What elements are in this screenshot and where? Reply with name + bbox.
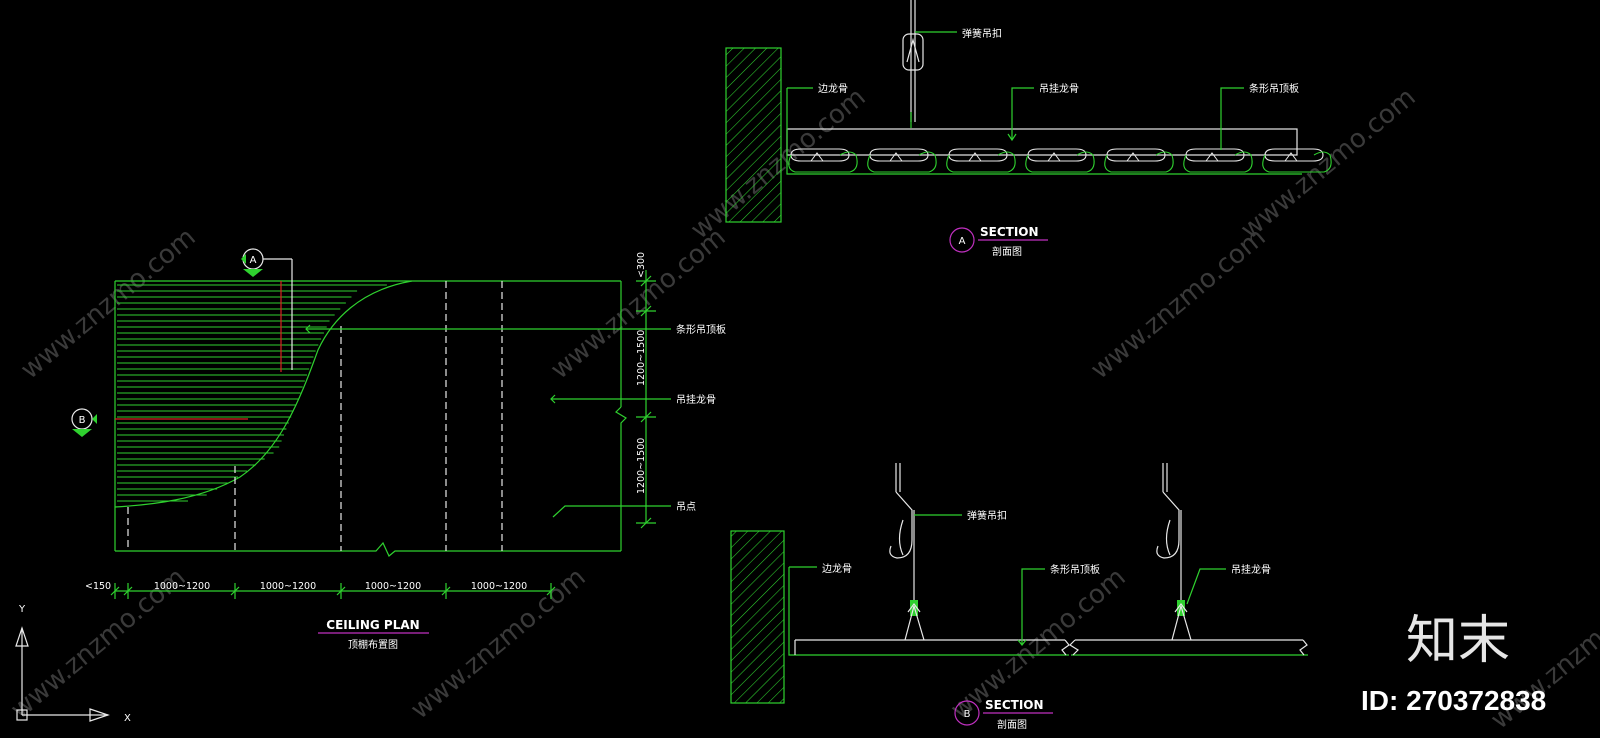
brand-watermark: 知末 ID: 270372838 <box>1361 611 1546 716</box>
ceiling-plan: A B 条形吊顶板 吊挂龙骨 吊点 <300 1200~1500 1200~15… <box>71 248 726 651</box>
watermark-text: www.znzmo.com <box>15 222 201 385</box>
b-hanger-2 <box>1156 463 1192 641</box>
a-marker: A <box>959 236 966 247</box>
marker-b-label: B <box>79 415 86 426</box>
section-a: 弹簧吊扣 边龙骨 吊挂龙骨 条形吊顶板 A SECTION 剖面图 <box>725 0 1332 258</box>
a-subtitle: 剖面图 <box>992 245 1022 258</box>
b-title: SECTION <box>985 698 1044 712</box>
label-panel: 条形吊顶板 <box>676 323 726 336</box>
watermark-layer: www.znzmo.com www.znzmo.com www.znzmo.co… <box>5 82 1600 735</box>
ucs-y: Y <box>18 604 26 615</box>
panel-strips <box>117 284 387 502</box>
marker-a-label: A <box>250 255 257 266</box>
brand-id: ID: 270372838 <box>1361 685 1546 716</box>
dim-v2: 1200~1500 <box>636 438 647 494</box>
dim-h-3: 1000~1200 <box>365 581 421 592</box>
b-label-panel: 条形吊顶板 <box>1050 563 1100 576</box>
a-label-runner: 吊挂龙骨 <box>1039 82 1079 95</box>
dim-v1: 1200~1500 <box>636 330 647 386</box>
b-hanger-1 <box>889 463 925 641</box>
a-label-panel: 条形吊顶板 <box>1249 82 1299 95</box>
plan-title: CEILING PLAN <box>326 618 419 632</box>
label-runner: 吊挂龙骨 <box>676 393 716 406</box>
dim-h-1: 1000~1200 <box>154 581 210 592</box>
b-label-edge: 边龙骨 <box>822 562 852 575</box>
b-subtitle: 剖面图 <box>997 718 1027 731</box>
ucs-icon: Y X <box>15 604 131 724</box>
section-b: 边龙骨 弹簧吊扣 <box>730 463 1308 731</box>
b-marker: B <box>964 709 971 720</box>
a-label-edge: 边龙骨 <box>818 82 848 95</box>
ucs-x: X <box>124 713 131 724</box>
dim-top: <300 <box>636 252 647 278</box>
dim-h-2: 1000~1200 <box>260 581 316 592</box>
a-title: SECTION <box>980 225 1039 239</box>
b-label-runner: 吊挂龙骨 <box>1231 563 1271 576</box>
label-point: 吊点 <box>676 501 696 513</box>
dim-left: <150 <box>85 581 111 592</box>
plan-subtitle: 顶棚布置图 <box>348 638 398 651</box>
a-label-clip: 弹簧吊扣 <box>962 27 1002 40</box>
b-label-clip: 弹簧吊扣 <box>967 509 1007 522</box>
brand-logo: 知末 <box>1406 611 1510 671</box>
dim-h-4: 1000~1200 <box>471 581 527 592</box>
watermark-text: www.znzmo.com <box>1085 222 1271 385</box>
